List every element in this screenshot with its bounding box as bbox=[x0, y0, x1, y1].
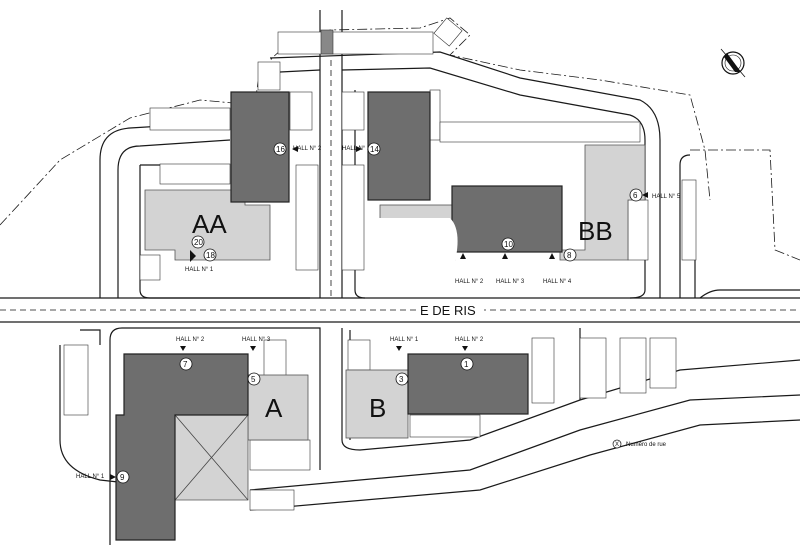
building-bb-light-wing bbox=[559, 144, 646, 261]
courtyard-cross bbox=[174, 414, 249, 501]
hall-label: HALL N° 5 bbox=[652, 194, 681, 200]
main-road bbox=[0, 297, 800, 323]
hall-label: HALL N° 4 bbox=[543, 279, 572, 285]
building-label-bb: BB bbox=[578, 216, 613, 246]
legend: X Numéro de rue bbox=[612, 439, 667, 449]
legend-symbol bbox=[612, 439, 622, 449]
hall-label: HALL N° 2 bbox=[455, 337, 484, 343]
hall-label: HALL N° 1 bbox=[76, 474, 105, 480]
parking-rows-north bbox=[139, 31, 697, 281]
street-number: 16 bbox=[276, 145, 285, 154]
street-name-bg bbox=[418, 303, 484, 317]
legend-symbol-text: X bbox=[615, 442, 619, 448]
compass-north-arrow-icon bbox=[720, 48, 746, 78]
building-label-aa: AA bbox=[192, 209, 227, 239]
street-number: 6 bbox=[633, 191, 638, 200]
parking-rows-south bbox=[63, 337, 677, 511]
street-number: 20 bbox=[194, 238, 203, 247]
hall-label: HALL N° 2 bbox=[455, 279, 484, 285]
hall-entry-arrows bbox=[110, 146, 648, 480]
building-label-b: B bbox=[369, 393, 386, 423]
street-number-markers: 16 14 20 18 10 8 6 7 5 9 3 1 bbox=[116, 142, 643, 484]
street-number: 10 bbox=[504, 240, 513, 249]
building-a-block bbox=[115, 353, 249, 541]
hall-label: HALL N° 1 bbox=[390, 337, 419, 343]
street-number: 7 bbox=[183, 360, 188, 369]
building-label-a: A bbox=[265, 393, 283, 423]
road-mask bbox=[370, 218, 458, 275]
street-name: E DE RIS bbox=[420, 303, 476, 318]
street-number: 5 bbox=[251, 375, 256, 384]
hall-label: HALL N° 3 bbox=[496, 279, 525, 285]
hall-label: HALL N° 2 bbox=[176, 337, 205, 343]
legend-label: Numéro de rue bbox=[626, 442, 667, 448]
building-b-block bbox=[407, 353, 529, 415]
hall-label: HALL N° 3 bbox=[242, 337, 271, 343]
street-number: 9 bbox=[120, 473, 125, 482]
hall-label: HALL N° 1 bbox=[185, 267, 214, 273]
street-number: 8 bbox=[567, 251, 572, 260]
street-number: 3 bbox=[399, 375, 404, 384]
building-a-light bbox=[247, 374, 309, 441]
hall-label: HALL N° 2 bbox=[293, 146, 322, 152]
east-boundary bbox=[690, 149, 800, 261]
street-number: 1 bbox=[464, 360, 469, 369]
property-boundary bbox=[0, 17, 711, 226]
street-number: 14 bbox=[370, 145, 379, 154]
street-number: 18 bbox=[206, 251, 215, 260]
north-gate bbox=[320, 17, 463, 55]
